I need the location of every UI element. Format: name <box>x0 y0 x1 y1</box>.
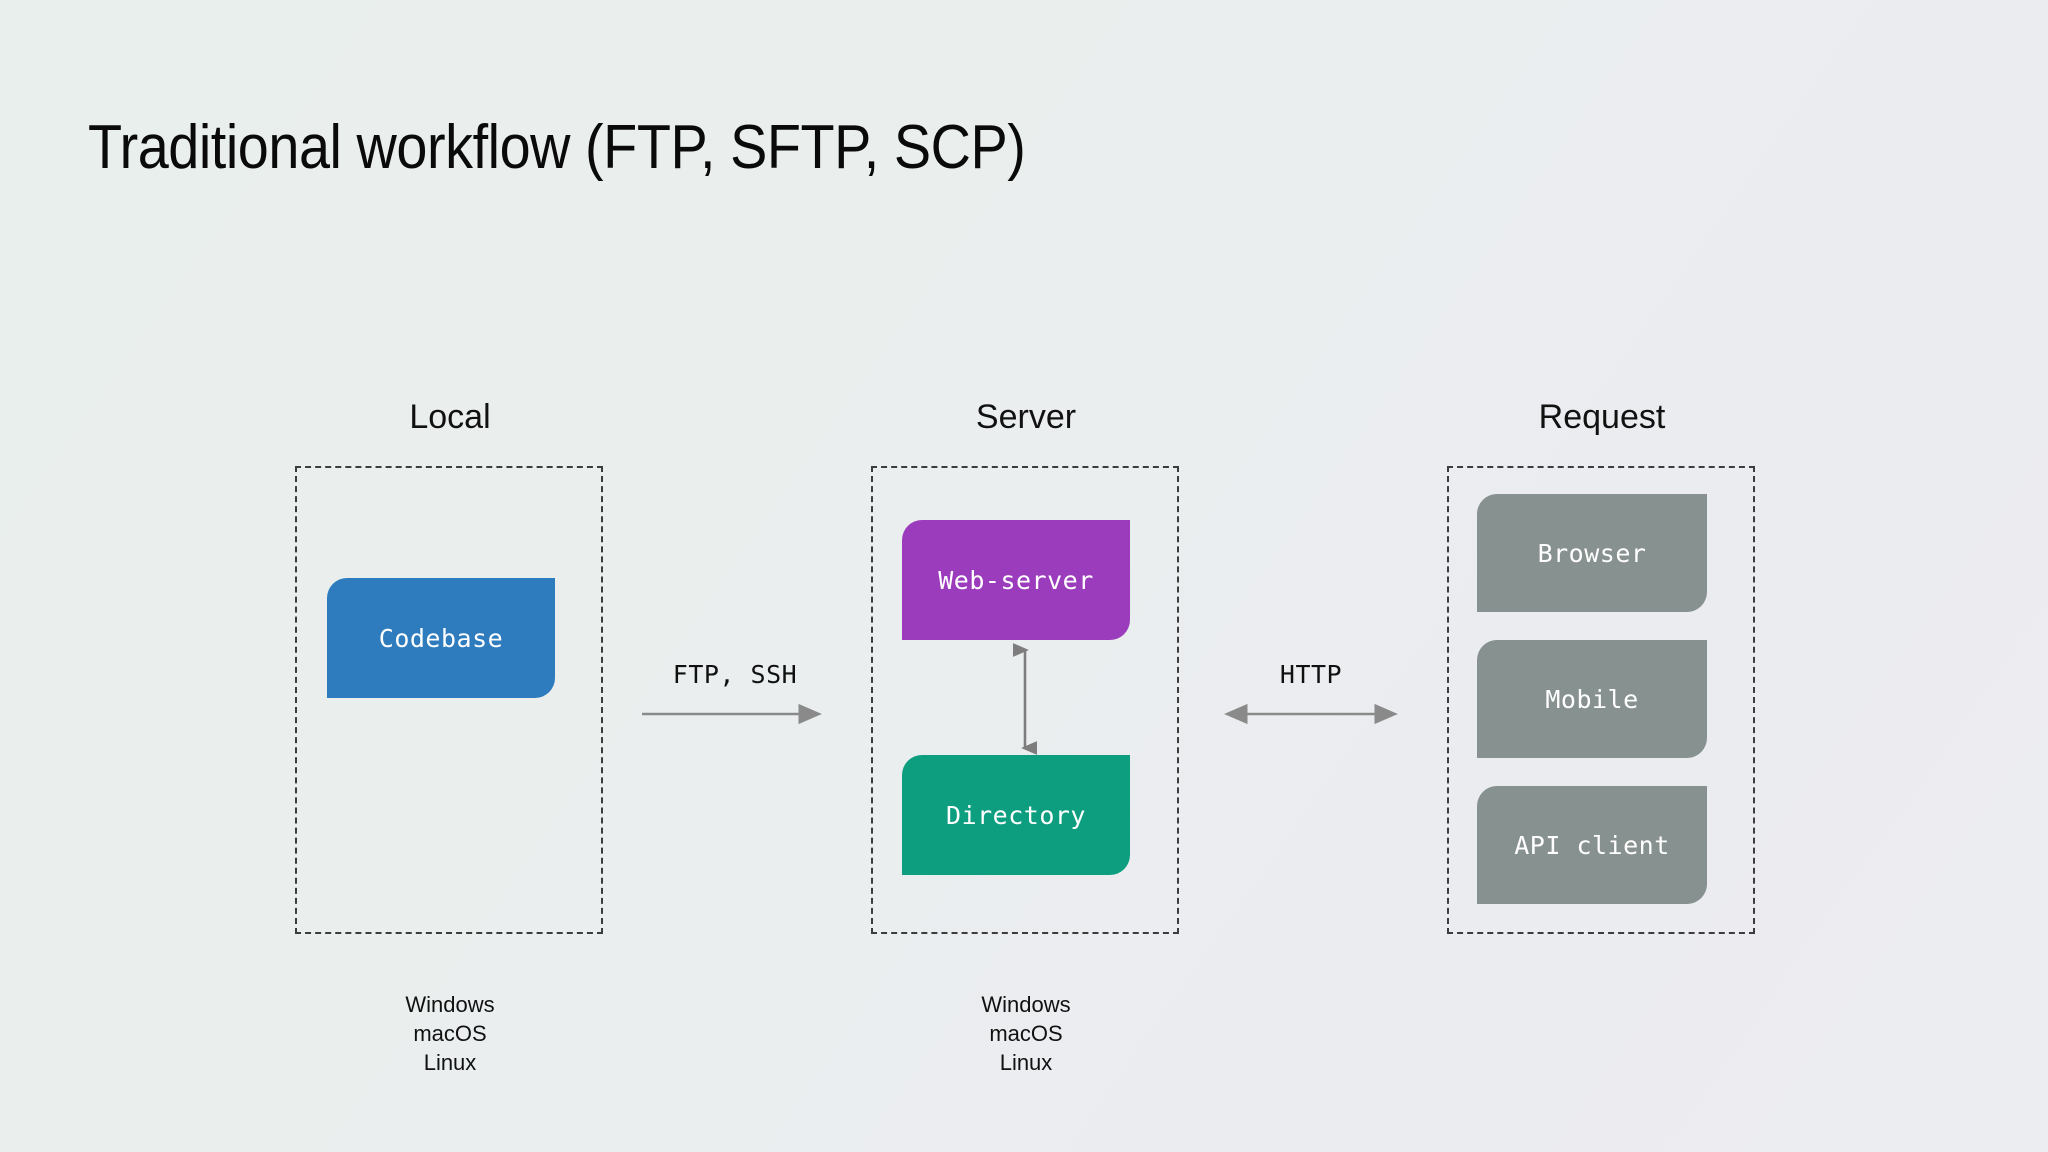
node-directory[interactable]: Directory <box>902 755 1130 875</box>
os-caption-local: Windows macOS Linux <box>240 990 660 1077</box>
os-caption-server-2: Linux <box>999 1050 1053 1075</box>
connector-server-to-request-label: HTTP <box>1279 660 1343 689</box>
dashed-zone-request: Browser Mobile API client <box>1447 466 1755 934</box>
column-header-local: Local <box>409 398 491 436</box>
node-web-server[interactable]: Web-server <box>902 520 1130 640</box>
node-codebase[interactable]: Codebase <box>327 578 555 698</box>
node-api-client[interactable]: API client <box>1477 786 1707 904</box>
node-browser-label: Browser <box>1537 538 1647 568</box>
os-caption-local-1: macOS <box>413 1021 487 1046</box>
node-mobile-label: Mobile <box>1545 684 1639 714</box>
os-caption-server-1: macOS <box>989 1021 1063 1046</box>
column-header-server: Server <box>975 398 1077 436</box>
os-caption-server: Windows macOS Linux <box>816 990 1236 1077</box>
dashed-zone-server: Web-server Directory <box>871 466 1179 934</box>
connector-local-to-server-label: FTP, SSH <box>672 660 798 689</box>
arrow-left-right-icon <box>1224 703 1398 725</box>
node-api-client-label: API client <box>1514 830 1670 860</box>
node-browser[interactable]: Browser <box>1477 494 1707 612</box>
os-caption-local-0: Windows <box>405 992 495 1017</box>
connector-webserver-to-directory <box>1005 639 1045 763</box>
node-mobile[interactable]: Mobile <box>1477 640 1707 758</box>
os-caption-local-2: Linux <box>423 1050 477 1075</box>
node-codebase-label: Codebase <box>378 623 504 653</box>
os-caption-server-0: Windows <box>981 992 1071 1017</box>
dashed-zone-local: Codebase <box>295 466 603 934</box>
node-web-server-label: Web-server <box>938 565 1094 595</box>
arrow-up-down-icon <box>1005 639 1045 759</box>
node-directory-label: Directory <box>946 800 1086 830</box>
column-header-request: Request <box>1538 398 1666 436</box>
page-title: Traditional workflow (FTP, SFTP, SCP) <box>88 113 1026 182</box>
arrow-right-icon <box>642 703 822 725</box>
